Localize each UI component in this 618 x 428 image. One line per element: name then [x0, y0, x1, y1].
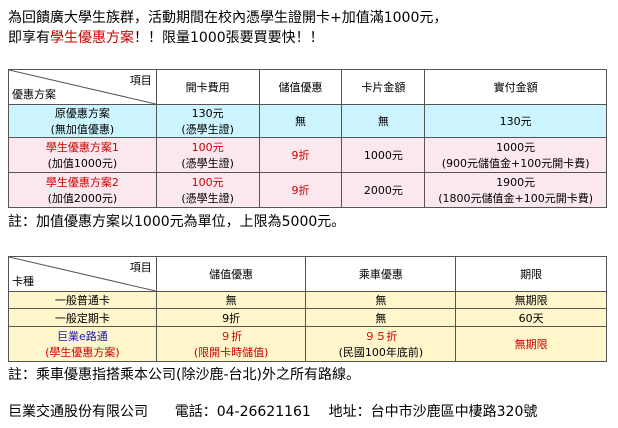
ride-cell: 無 [305, 291, 457, 309]
note-2: 註：乘車優惠指搭乘本公司(除沙鹿-台北)外之所有路線。 [8, 367, 360, 383]
pay-cell: 1000元(900元儲值金+100元開卡費) [424, 137, 607, 173]
plan-cell: 學生優惠方案2(加值2000元) [8, 172, 157, 208]
term-cell: 無期限 [455, 291, 607, 309]
note-1: 註：加值優惠方案以1000元為單位，上限為5000元。 [8, 214, 346, 230]
table2-corner-top: 項目 [129, 261, 152, 274]
card-amount-cell: 1000元 [341, 137, 426, 173]
table1-corner-bottom: 優惠方案 [12, 88, 56, 101]
card-type-table: 項目 卡種 儲值優惠 乘車優惠 期限 一般普通卡 無 無 無期限 一般定期卡 9… [8, 256, 607, 362]
table-row: 學生優惠方案2(加值2000元) 100元(憑學生證) 9折 2000元 190… [8, 172, 607, 208]
card-type-cell: 巨業e路通(學生優惠方案) [8, 326, 157, 362]
company-name: 巨業交通股份有限公司 [8, 404, 148, 420]
card-type-cell: 一般定期卡 [8, 308, 157, 327]
pay-cell: 1900元(1800元儲值金+100元開卡費) [424, 172, 607, 208]
table2-header: 乘車優惠 [305, 256, 457, 292]
discount-cell: ９折(限開卡時儲值) [155, 326, 307, 362]
discount-cell: 9折 [258, 172, 343, 208]
ride-cell: 無 [305, 308, 457, 327]
intro-prefix: 即享有 [8, 30, 50, 46]
intro-highlight: 學生優惠方案 [50, 30, 134, 46]
table1-header: 卡片金額 [341, 69, 426, 105]
term-cell: 無期限 [455, 326, 607, 362]
discount-cell: 無 [258, 104, 343, 138]
intro-suffix: ！！限量1000張要買要快！！ [134, 30, 324, 46]
table-row: 原優惠方案(無加值優惠) 130元(憑學生證) 無 無 130元 [8, 104, 607, 138]
company-footer: 巨業交通股份有限公司 電話：04-26621161 地址：台中市沙鹿區中棲路32… [8, 401, 537, 421]
table1-corner-cell: 項目 優惠方案 [8, 69, 157, 105]
card-type-cell: 一般普通卡 [8, 291, 157, 309]
table1-corner-top: 項目 [129, 74, 152, 87]
card-amount-cell: 無 [341, 104, 426, 138]
term-cell: 60天 [455, 308, 607, 327]
table2-corner-cell: 項目 卡種 [8, 256, 157, 292]
plan-cell: 原優惠方案(無加值優惠) [8, 104, 157, 138]
company-phone: 電話：04-26621161 [174, 404, 311, 420]
table1-header: 儲值優惠 [258, 69, 343, 105]
fee-cell: 100元(憑學生證) [155, 137, 260, 173]
table1-header: 實付金額 [424, 69, 607, 105]
table-row: 巨業e路通(學生優惠方案) ９折(限開卡時儲值) ９５折(民國100年底前) 無… [8, 326, 607, 362]
table2-corner-bottom: 卡種 [12, 275, 34, 288]
discount-cell: 9折 [258, 137, 343, 173]
intro-line-1: 為回饋廣大學生族群，活動期間在校內憑學生證開卡+加值滿1000元， [8, 10, 448, 26]
intro-text: 為回饋廣大學生族群，活動期間在校內憑學生證開卡+加值滿1000元， 即享有學生優… [8, 8, 447, 48]
table-row: 一般普通卡 無 無 無期限 [8, 291, 607, 309]
table1-header: 開卡費用 [155, 69, 260, 105]
fee-cell: 130元(憑學生證) [155, 104, 260, 138]
ride-cell: ９５折(民國100年底前) [305, 326, 457, 362]
table2-header: 期限 [455, 256, 607, 292]
intro-line-2: 即享有學生優惠方案！！限量1000張要買要快！！ [8, 28, 447, 48]
fee-cell: 100元(憑學生證) [155, 172, 260, 208]
student-plan-table: 項目 優惠方案 開卡費用 儲值優惠 卡片金額 實付金額 原優惠方案(無加值優惠)… [8, 69, 607, 208]
table2-header: 儲值優惠 [155, 256, 307, 292]
diagonal-line [9, 70, 156, 104]
pay-cell: 130元 [424, 104, 607, 138]
table-row: 學生優惠方案1(加值1000元) 100元(憑學生證) 9折 1000元 100… [8, 137, 607, 173]
discount-cell: 9折 [155, 308, 307, 327]
diagonal-line [9, 257, 156, 291]
card-amount-cell: 2000元 [341, 172, 426, 208]
company-address: 地址：台中市沙鹿區中棲路320號 [328, 404, 538, 420]
plan-cell: 學生優惠方案1(加值1000元) [8, 137, 157, 173]
discount-cell: 無 [155, 291, 307, 309]
table-row: 一般定期卡 9折 無 60天 [8, 308, 607, 327]
